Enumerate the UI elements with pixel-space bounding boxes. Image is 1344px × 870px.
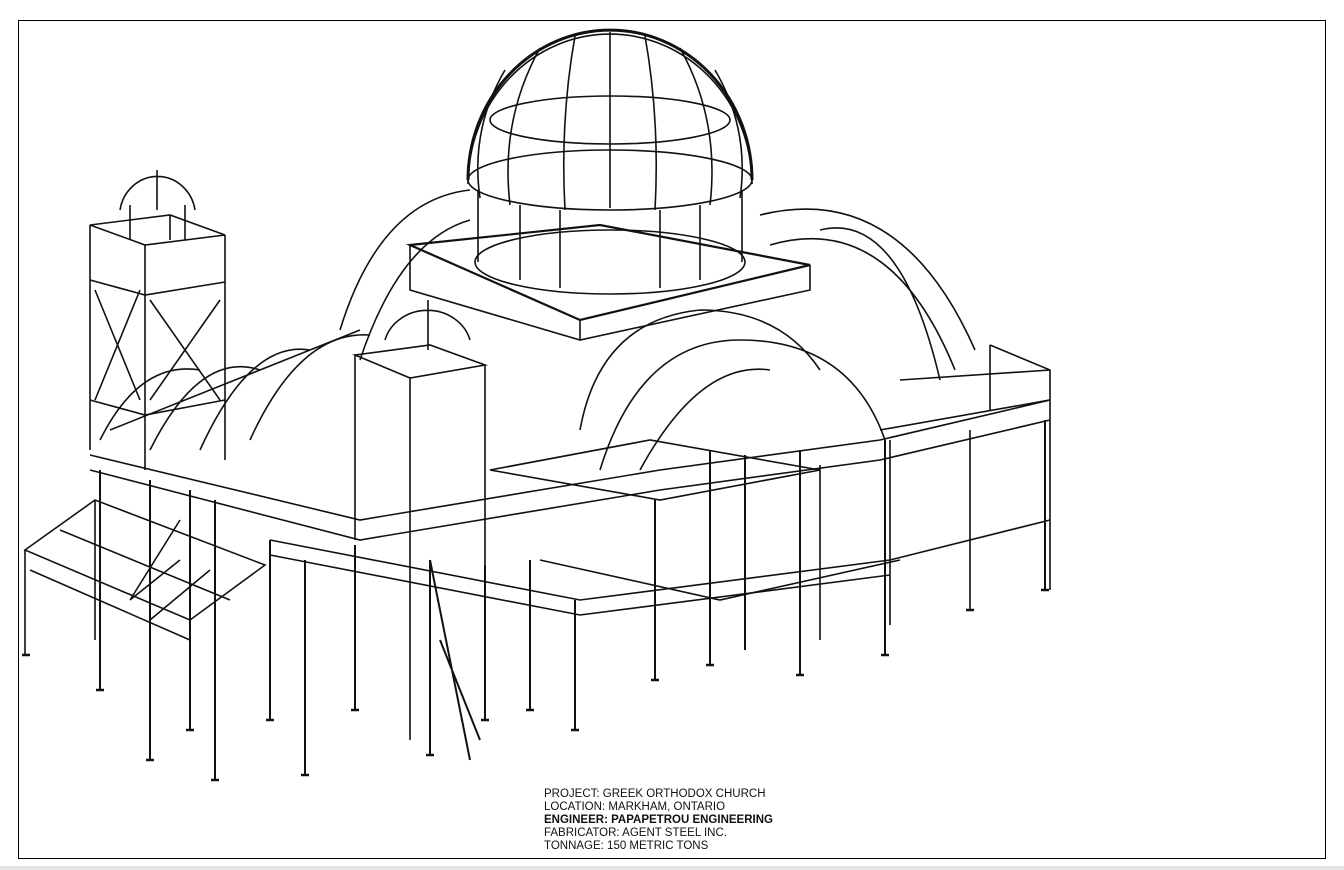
main-dome xyxy=(466,28,754,295)
base-plates xyxy=(22,588,1049,782)
title-block: PROJECT: GREEK ORTHODOX CHURCH LOCATION:… xyxy=(544,788,773,853)
dome-platform xyxy=(405,223,811,341)
window-bottom-strip xyxy=(0,866,1344,870)
engineer-label: ENGINEER: PAPAPETROU ENGINEERING xyxy=(544,814,773,826)
floor-framing xyxy=(23,344,1051,655)
left-tower xyxy=(89,170,226,470)
drawing-border xyxy=(18,20,1326,859)
project-label: PROJECT: GREEK ORTHODOX CHURCH xyxy=(544,788,766,800)
center-cupola xyxy=(351,300,489,740)
location-label: LOCATION: MARKHAM, ONTARIO xyxy=(544,801,726,813)
tonnage-label: TONNAGE: 150 METRIC TONS xyxy=(544,840,709,852)
columns xyxy=(99,420,1046,780)
fabricator-label: FABRICATOR: AGENT STEEL INC. xyxy=(544,827,727,839)
